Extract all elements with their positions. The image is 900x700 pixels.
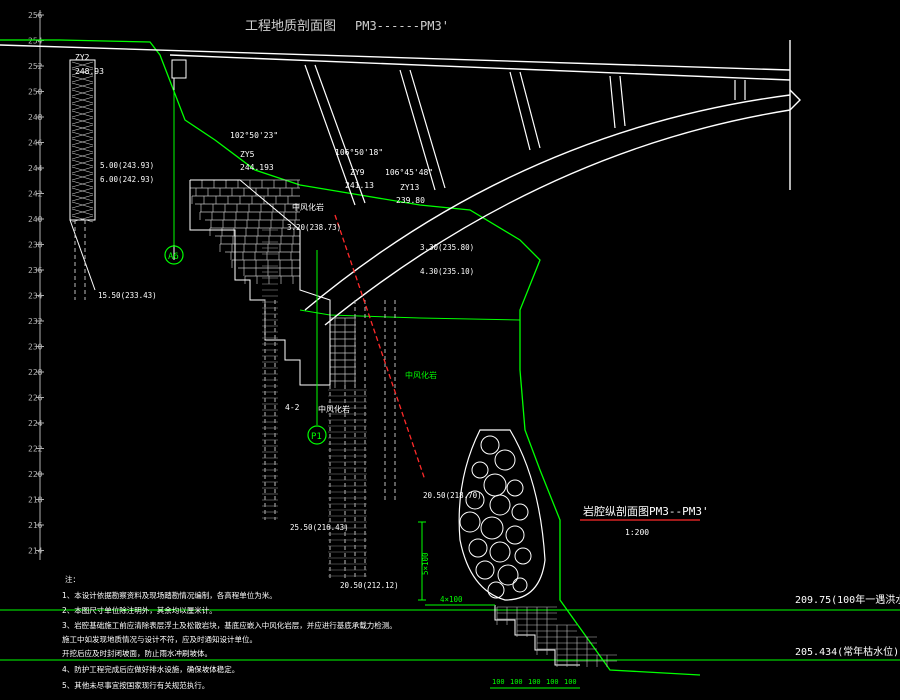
zy13-elev: 239.80 [396,196,425,205]
depth-8: 25.50(216.43) [290,523,349,532]
axis-tick-label: 246 [28,139,43,148]
section-id: PM3------PM3' [355,19,449,33]
borehole-dashed-columns [74,220,396,580]
bridge-arch [304,94,791,326]
bench-line [299,309,521,321]
zy9-label: ZY9 [350,168,365,177]
note-3: 3、岩腔基础施工前应清除表层浮土及松散岩块，基底应嵌入中风化岩层，并应进行基底承… [62,620,397,630]
axis-tick-label: 248 [28,113,43,122]
note-6: 4、防护工程完成后应做好排水设施，确保坡体稳定。 [62,664,239,674]
axis-tick-label: 240 [28,215,43,224]
drawing-title: 工程地质剖面图 [245,19,336,34]
note-7: 5、其他未尽事宜按国家现行有关规范执行。 [62,680,209,690]
depth-4: 3.20(238.73) [287,223,341,232]
bottom-steps [494,605,580,666]
axis-tick-label: 218 [28,496,43,505]
zy2-label: ZY2 [75,53,90,62]
rubble-outline [458,429,546,601]
axis-tick-label: 250 [28,88,43,97]
bottom-masonry-fill [496,606,617,667]
section-scale: 1:200 [625,528,649,537]
svg-text:P1: P1 [311,432,322,442]
depth-9: 20.50(212.12) [340,581,399,590]
axis-tick-label: 234 [28,292,43,301]
arch-struts [304,64,746,206]
bearing-3: 106°45'48" [385,168,433,177]
dim-vertical: 5×100 [421,552,430,575]
notes: 注： 1、本设计依据勘察资料及现场踏勘情况编制，各高程单位为米。 2、本图尺寸单… [62,574,397,690]
normal-level: 205.434(常年枯水位) [795,645,899,658]
masonry-fill [189,179,356,388]
marker-a6: A6 [164,90,184,265]
elevation-axis-labels: 256 254 252 250 248 246 244 242 240 238 236 234 232 2… [28,11,44,556]
foundation-step-outline [189,179,331,386]
axis-tick-label: 220 [28,470,43,479]
axis-tick-label: 244 [28,164,43,173]
axis-tick-label: 252 [28,62,43,71]
bearing-1: 102°50'23" [230,131,278,140]
ground-surface-line [0,39,701,676]
axis-tick-label: 238 [28,241,43,250]
axis-tick-label: 214 [28,547,43,556]
note-4: 施工中如发现地质情况与设计不符，应及时通知设计单位。 [62,634,257,644]
dim-bottom-labels: 100 100 100 100 100 [492,678,577,686]
level-label: 中风化岩 [405,370,437,380]
zy5-elev: 244.193 [240,163,274,172]
note-1: 1、本设计依据勘察资料及现场踏勘情况编制，各高程单位为米。 [62,590,277,600]
dim-horizontal: 4×100 [440,595,463,604]
section-title: 岩腔纵剖面图PM3--PM3' [583,504,709,518]
depth-5: 3.30(235.80) [420,243,474,252]
depth-7: 20.50(218.70) [423,491,482,500]
dim-bottom-label: 100 [528,678,541,686]
axis-tick-label: 236 [28,266,43,275]
zone-label: 4-2 [285,403,300,412]
svg-text:A6: A6 [168,252,179,262]
fault-line [334,214,426,481]
dim-bottom-label: 100 [564,678,577,686]
note-5: 开挖后应及时封闭坡面，防止雨水冲刷坡体。 [62,648,212,658]
axis-tick-label: 230 [28,343,43,352]
dimensions [418,521,580,689]
zy13-label: ZY13 [400,183,419,192]
axis-tick-label: 254 [28,37,43,46]
zy9-elev: 241.13 [345,181,374,190]
depth-3: 15.50(233.43) [98,291,157,300]
marker-p1: P1 [307,250,327,445]
depth-2: 6.00(242.93) [100,175,154,184]
notes-head: 注： [65,574,80,584]
depth-6: 4.30(235.10) [420,267,474,276]
note-2: 2、本图尺寸单位除注明外，其余均以厘米计。 [62,605,217,615]
dim-bottom-label: 100 [546,678,559,686]
borehole-zy2-column [69,59,96,291]
borehole-zy2-hatch [71,61,94,223]
zy5-label: ZY5 [240,150,255,159]
axis-tick-label: 224 [28,419,43,428]
axis-tick-label: 222 [28,445,43,454]
depth-1: 5.00(243.93) [100,161,154,170]
axis-tick-label: 228 [28,368,43,377]
axis-tick-label: 232 [28,317,43,326]
flood-level: 209.75(100年一遇洪水位) [795,593,900,606]
mid-label: 中风化岩 [318,404,350,414]
rubble-fill [459,435,532,599]
axis-tick-label: 256 [28,11,43,20]
slope-label: 中风化岩 [292,202,324,212]
dim-bottom-label: 100 [510,678,523,686]
axis-tick-label: 226 [28,394,43,403]
bearing-2: 106°50'18" [335,148,383,157]
axis-tick-label: 216 [28,521,43,530]
axis-tick-label: 242 [28,190,43,199]
dim-bottom-label: 100 [492,678,505,686]
bridge-deck [0,40,801,190]
zy2-elev: 248.93 [75,67,104,76]
